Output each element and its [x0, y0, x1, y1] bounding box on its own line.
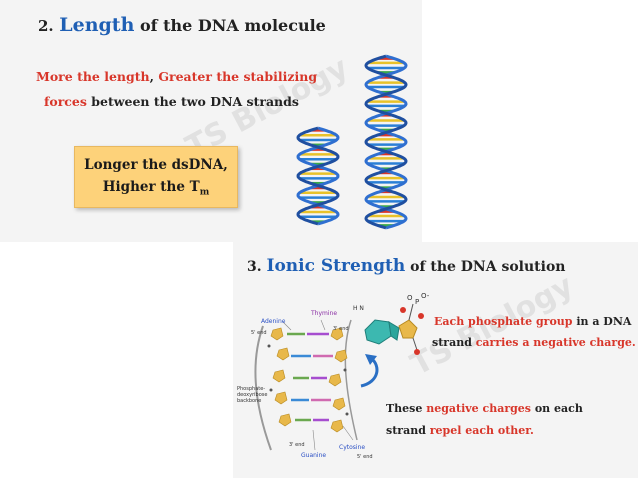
- text-rest: in a DNA: [572, 315, 632, 328]
- backbone-label: Phosphate- deoxyribose backbone: [237, 386, 268, 404]
- short-dna-helix-icon: [296, 126, 340, 226]
- slide2-title: 3. Ionic Strength of the DNA solution: [247, 256, 565, 276]
- box-line-2: Higher the Tm: [75, 176, 237, 204]
- box-line-2-sub: m: [199, 187, 210, 198]
- text-red: forces: [44, 94, 87, 109]
- title-rest: of the DNA solution: [410, 259, 566, 275]
- repel-text-2: strand repel each other.: [386, 424, 534, 437]
- phosphate-group-icon: H N O P O-: [353, 292, 430, 355]
- dna-structure-diagram: Adenine Thymine 5' end 3' end Phosphate-…: [233, 290, 393, 478]
- adenine-label: Adenine: [261, 318, 286, 325]
- long-dna-helix-icon: [364, 54, 408, 230]
- slide-ionic-strength: 3. Ionic Strength of the DNA solution TS…: [233, 242, 638, 478]
- text-red: Each phosphate group: [434, 315, 573, 328]
- thymine-label: Thymine: [311, 310, 338, 317]
- dna-ladder-icon: [254, 319, 358, 451]
- text-red: carries a negative charge.: [475, 336, 636, 349]
- title-rest: of the DNA molecule: [139, 16, 326, 35]
- text-rest: between the two DNA strands: [91, 94, 299, 109]
- text-start: strand: [432, 336, 476, 349]
- end-3-bottom-label: 3' end: [289, 442, 305, 448]
- slide-length: 2. Length of the DNA molecule TS Biology…: [0, 0, 422, 242]
- title-number: 3.: [247, 259, 262, 275]
- phosphate-text-2: strand carries a negative charge.: [432, 336, 636, 349]
- text-start: strand: [386, 424, 430, 437]
- end-5-top-label: 5' end: [251, 330, 267, 336]
- text-comma: ,: [149, 69, 154, 84]
- repel-text-1: These negative charges on each: [386, 402, 583, 415]
- title-highlight: Length: [59, 14, 135, 36]
- text-red: More the length: [36, 69, 150, 84]
- end-5-bottom-label: 5' end: [357, 454, 373, 460]
- svg-text:H N: H N: [353, 305, 364, 312]
- text-start: These: [386, 402, 427, 415]
- length-line-1: More the length, Greater the stabilizing: [36, 69, 317, 84]
- text-red: Greater the stabilizing: [158, 69, 318, 84]
- cytosine-label: Cytosine: [339, 444, 366, 451]
- slide1-title: 2. Length of the DNA molecule: [38, 14, 326, 36]
- text-red: negative charges: [426, 402, 531, 415]
- phosphate-text-1: Each phosphate group in a DNA: [434, 315, 631, 328]
- curved-arrow-icon: [360, 354, 379, 388]
- text-red: repel each other.: [429, 424, 534, 437]
- end-3-top-label: 3' end: [333, 326, 349, 332]
- svg-text:O: O: [407, 294, 413, 302]
- title-number: 2.: [38, 17, 54, 35]
- box-line-2-text: Higher the T: [102, 179, 200, 195]
- svg-text:O-: O-: [421, 292, 430, 300]
- highlight-box: Longer the dsDNA, Higher the Tm: [74, 146, 238, 208]
- text-rest: on each: [531, 402, 583, 415]
- svg-text:P: P: [415, 298, 419, 306]
- guanine-label: Guanine: [301, 452, 327, 459]
- box-line-1: Longer the dsDNA,: [84, 157, 228, 173]
- title-highlight: Ionic Strength: [266, 256, 406, 276]
- length-line-2: forces between the two DNA strands: [44, 94, 299, 109]
